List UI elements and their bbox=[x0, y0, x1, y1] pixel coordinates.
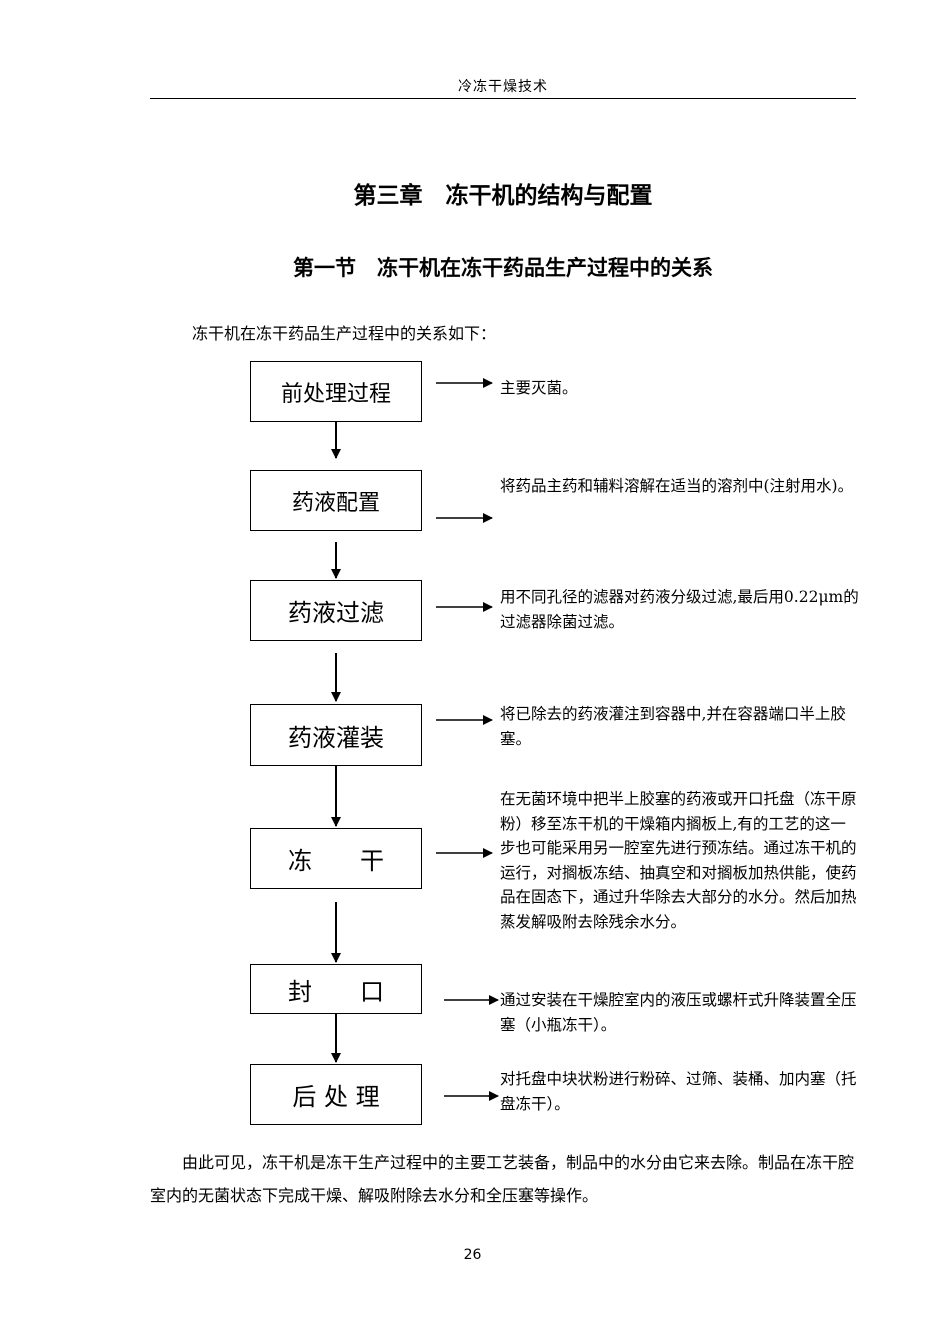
chapter-title: 第三章 冻干机的结构与配置 bbox=[353, 182, 653, 209]
page-number: 26 bbox=[463, 1247, 482, 1263]
step-note: 将已除去的药液灌注到容器中,并在容器端口半上胶塞。 bbox=[500, 705, 846, 748]
section-title: 第一节 冻干机在冻干药品生产过程中的关系 bbox=[293, 255, 713, 280]
process-step: 药液配置 bbox=[250, 470, 422, 531]
process-step: 封 口 bbox=[250, 964, 422, 1014]
process-step: 药液过滤 bbox=[250, 580, 422, 641]
step-note: 对托盘中块状粉进行粉碎、过筛、装桶、加内塞（托盘冻干）。 bbox=[500, 1070, 857, 1113]
step-note: 用不同孔径的滤器对药液分级过滤,最后用0.22μm的过滤器除菌过滤。 bbox=[500, 588, 859, 631]
intro-text: 冻干机在冻干药品生产过程中的关系如下： bbox=[192, 324, 497, 343]
step-note: 通过安装在干燥腔室内的液压或螺杆式升降装置全压塞（小瓶冻干）。 bbox=[500, 991, 857, 1034]
process-step: 后 处 理 bbox=[250, 1064, 422, 1125]
process-step: 药液灌装 bbox=[250, 704, 422, 766]
step-note: 将药品主药和辅料溶解在适当的溶剂中(注射用水)。 bbox=[500, 477, 854, 495]
step-note: 主要灭菌。 bbox=[500, 379, 578, 397]
process-step: 冻 干 bbox=[250, 828, 422, 889]
process-step: 前处理过程 bbox=[250, 361, 422, 422]
conclusion-paragraph: 由此可见，冻干机是冻干生产过程中的主要工艺装备，制品中的水分由它来去除。制品在冻… bbox=[150, 1153, 855, 1205]
step-note: 在无菌环境中把半上胶塞的药液或开口托盘（冻干原粉）移至冻干机的干燥箱内搁板上,有… bbox=[500, 790, 857, 931]
header-rule bbox=[150, 98, 856, 99]
running-header: 冷冻干燥技术 bbox=[458, 79, 548, 95]
